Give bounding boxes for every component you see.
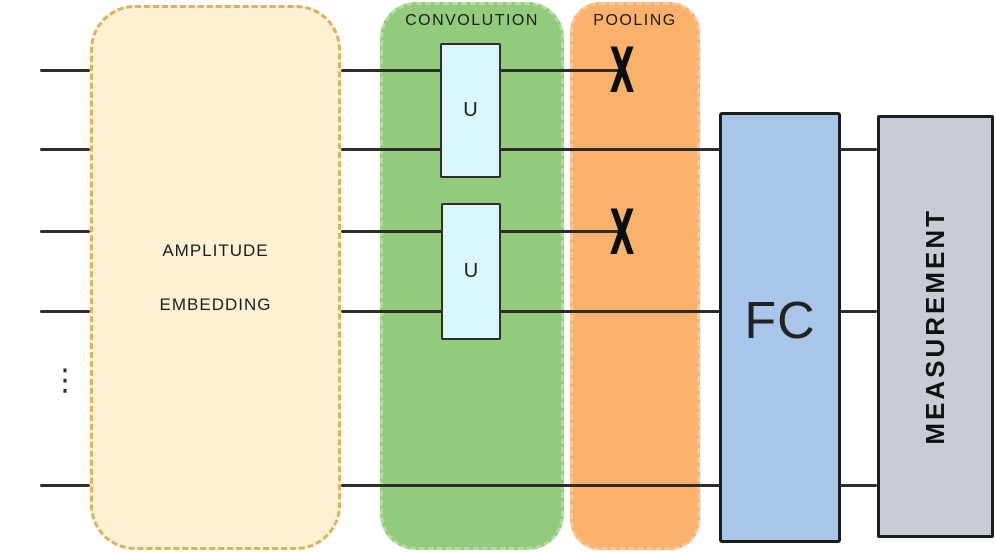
qubit-wire-1-stub [40,69,90,72]
measurement-box: MEASUREMENT [877,115,994,538]
unitary-gate-1-label: U [463,99,478,121]
amplitude-embedding-label-line2: EMBEDDING [159,294,272,314]
measurement-label: MEASUREMENT [920,208,950,445]
amplitude-embedding-region: AMPLITUDE EMBEDDING [90,5,341,550]
qubit-wire-4-stub [40,310,90,313]
pooling-label: POOLING [593,12,677,29]
pooling-discard-mark-2: X [609,196,635,269]
fully-connected-label: FC [744,291,816,350]
pooling-discard-mark-1: X [609,34,635,107]
fully-connected-box: FC [719,112,841,543]
unitary-gate-2: U [441,203,501,340]
qubit-wire-2-stub [40,148,90,151]
pooling-region: POOLING [570,2,700,550]
convolution-label: CONVOLUTION [405,12,539,29]
qubit-wire-3-stub [40,230,90,233]
qubit-wire-5-stub [40,484,90,487]
qubit-wire-2 [341,148,877,151]
unitary-gate-2-label: U [463,260,479,282]
unitary-gate-1: U [440,43,501,178]
qubit-wire-4 [341,310,877,313]
amplitude-embedding-label-line1: AMPLITUDE [162,240,269,260]
omitted-wires-ellipsis-icon: ⋮ [50,363,80,398]
qubit-wire-5 [341,484,877,487]
